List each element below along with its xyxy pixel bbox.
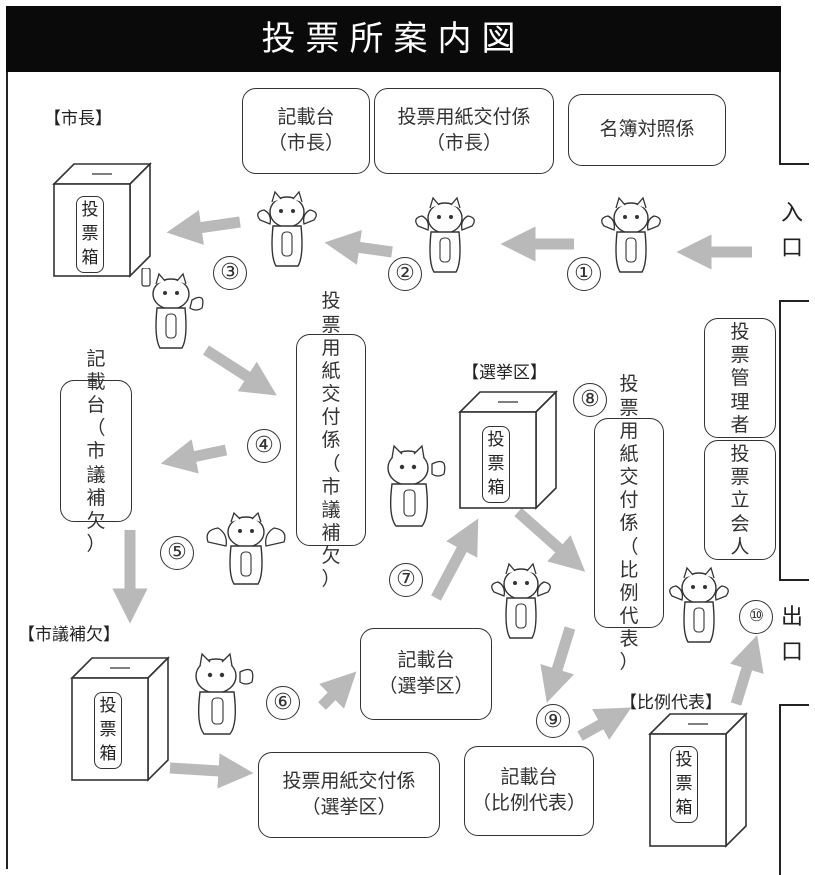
step-3: ③: [213, 256, 247, 290]
mascot-icon: [378, 440, 448, 534]
mascot-shape: [206, 511, 286, 585]
arrow-step7: [431, 518, 479, 601]
mascot-icon: [140, 267, 206, 356]
ballot-box-proportional-label: 投 票 箱: [670, 746, 698, 824]
mascot-shape: [415, 196, 475, 273]
right-wall-middle: [779, 300, 781, 580]
right-wall-bottom: [779, 704, 781, 875]
ballot-box-mayor: 投 票 箱: [52, 160, 152, 280]
section-mayor-label: 【市長】: [44, 109, 112, 129]
arrow-step9: [577, 707, 632, 741]
desk-proportional: 記載台 （比例代表）: [464, 746, 594, 836]
exit-label: 出口: [780, 605, 803, 666]
arrow-to-proportional-issue: [514, 507, 586, 572]
step-9: ⑨: [536, 704, 570, 738]
ballot-box-proportional-shape: [648, 712, 748, 848]
mascot-shape: [387, 444, 446, 527]
mascot-shape: [195, 652, 254, 735]
arrow-to-district-issue: [169, 753, 254, 789]
election-witness: 投 票 立 会 人: [704, 440, 776, 560]
mascot-icon: [186, 648, 256, 742]
mascot-icon: [414, 196, 476, 280]
ballot-issue-district: 投票用紙交付係 （選挙区）: [258, 752, 440, 838]
step-8: ⑧: [573, 383, 607, 417]
step-1: ①: [567, 257, 601, 291]
mascot-icon: [256, 190, 318, 274]
arrow-step2: [324, 230, 393, 265]
election-manager: 投 票 管 理 者: [704, 318, 776, 438]
roster-check: 名簿対照係: [568, 94, 726, 166]
desk-district: 記載台 （選挙区）: [360, 628, 492, 720]
ballot-issue-mayor: 投票用紙交付係 （市長）: [374, 88, 554, 174]
step-10: ⑩: [739, 600, 773, 634]
ballot-box-mayor-label: 投 票 箱: [76, 196, 104, 274]
step-2: ②: [388, 257, 422, 291]
mascot-icon: [206, 511, 286, 590]
step-7: ⑦: [389, 563, 423, 597]
wall-edge-exit-bottom: [779, 704, 809, 706]
arrow-step10: [730, 635, 764, 706]
right-wall-top: [779, 72, 781, 164]
ballot-box-district: 投 票 箱: [458, 388, 558, 512]
step-5: ⑤: [160, 536, 194, 570]
entrance-label: 入口: [780, 201, 803, 262]
mascot-icon: [668, 566, 730, 650]
ballot-issue-proportional: 投 票 用 紙 交 付 係 （ 比 例 代 表 ）: [594, 373, 664, 673]
ballot-box-council-label: 投 票 箱: [94, 692, 122, 770]
page-title: 投票所案内図: [6, 6, 781, 72]
step-4: ④: [247, 429, 281, 463]
arrow-step3: [166, 210, 241, 245]
arrow-step8: [540, 626, 576, 703]
mascot-shape: [141, 267, 204, 349]
section-district-label: 【選挙区】: [462, 363, 547, 383]
section-proportional-label: 【比例代表】: [620, 693, 722, 713]
arrow-to-council-issue: [203, 345, 277, 396]
wall-edge-exit-top: [779, 579, 809, 581]
mascot-shape: [669, 566, 729, 643]
desk-mayor: 記載台 （市長）: [242, 88, 370, 174]
mascot-icon: [600, 196, 662, 280]
mascot-icon: [490, 562, 552, 646]
mascot-shape: [601, 196, 661, 273]
section-council-label: 【市議補欠】: [18, 625, 120, 645]
ballot-box-district-shape: [458, 390, 558, 510]
ballot-box-district-label: 投 票 箱: [482, 426, 510, 504]
arrow-step6: [318, 671, 357, 710]
ballot-box-proportional: 投 票 箱: [648, 710, 748, 850]
wall-edge-entrance-top: [779, 163, 809, 165]
mascot-shape: [491, 562, 551, 639]
mascot-shape: [257, 190, 317, 267]
ballot-box-council: 投 票 箱: [70, 654, 170, 784]
step-6: ⑥: [266, 686, 300, 720]
wall-edge-entrance-bottom: [779, 300, 809, 302]
arrow-step4: [160, 439, 228, 474]
floor-frame: [6, 6, 809, 869]
